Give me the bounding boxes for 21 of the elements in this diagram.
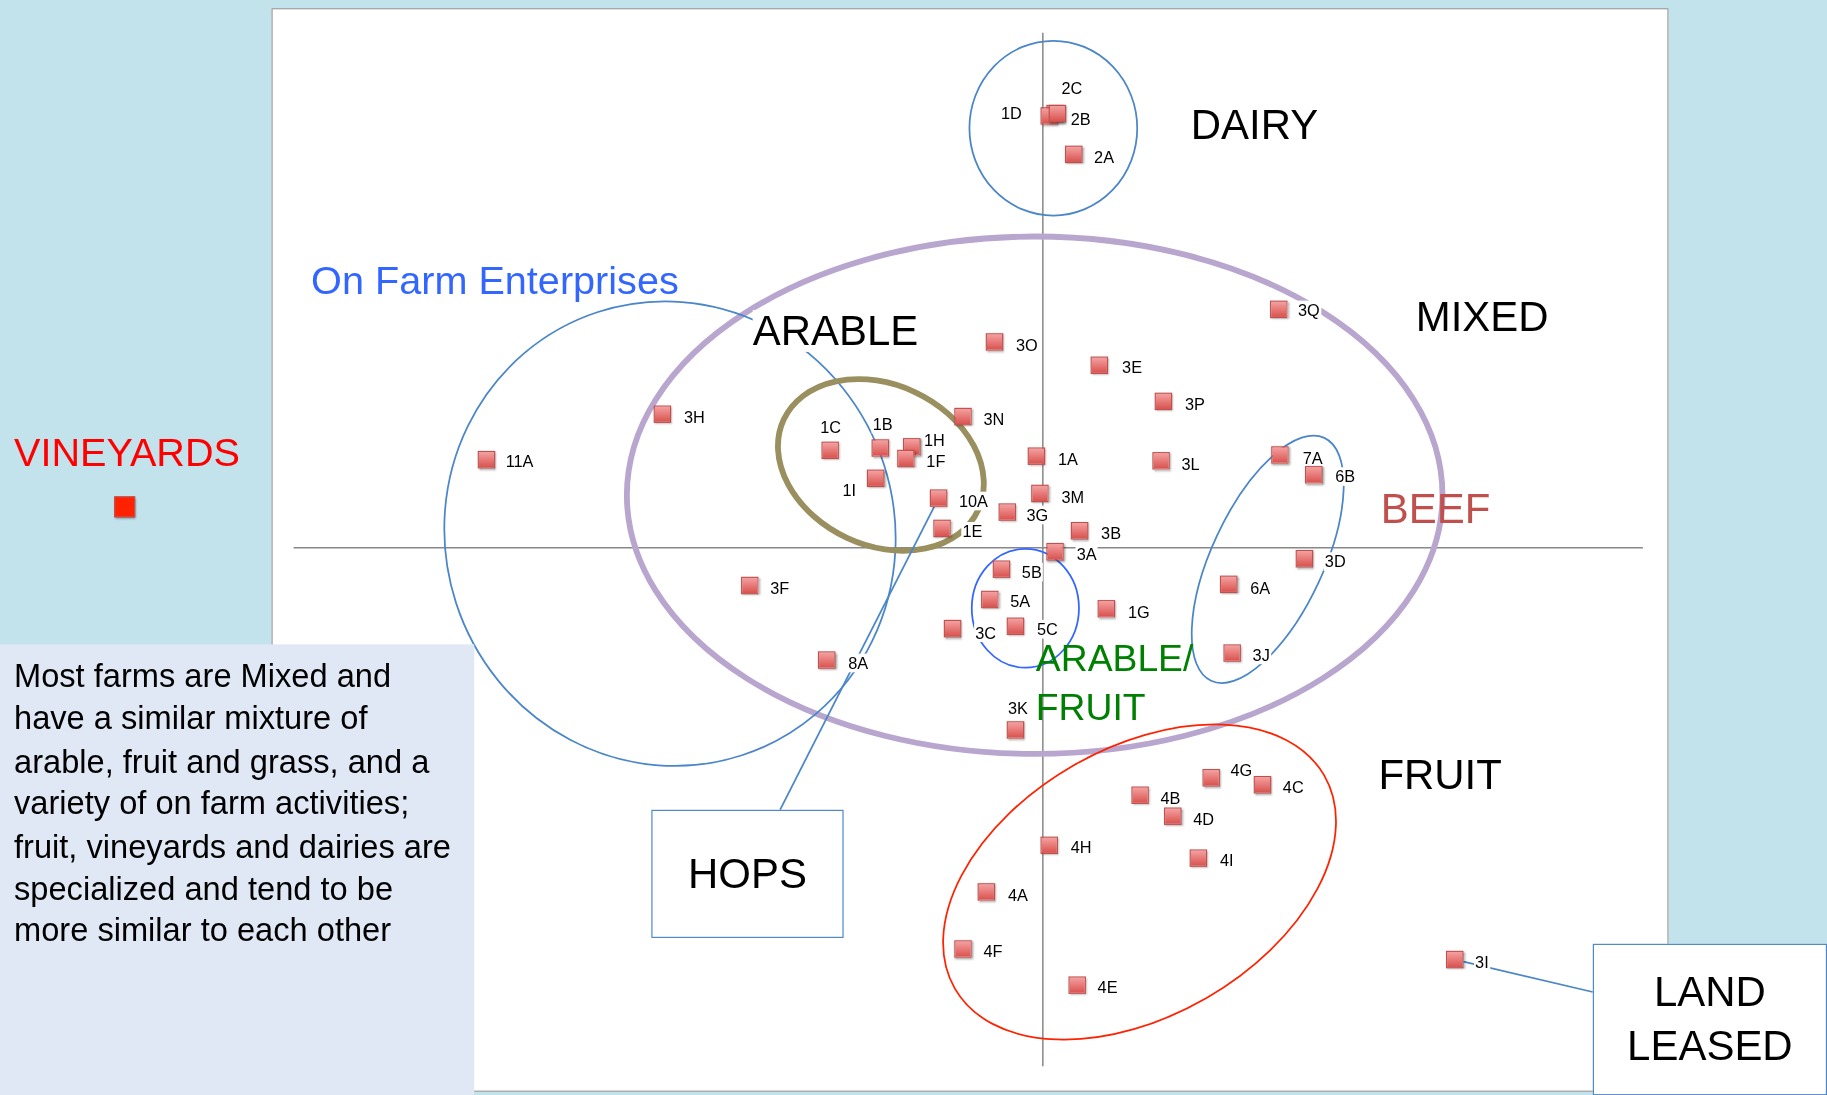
category-label: BEEF xyxy=(1380,488,1491,531)
category-label: ARABLE xyxy=(752,309,919,352)
callout-box: LAND LEASED xyxy=(1592,943,1827,1095)
leader-line xyxy=(779,505,935,811)
point-label: 6B xyxy=(1334,467,1357,486)
point-label: 3C xyxy=(974,623,998,642)
point-marker xyxy=(929,489,948,507)
callout-box: HOPS xyxy=(651,809,844,938)
category-label: VINEYARDS xyxy=(14,432,240,472)
point-label: 3G xyxy=(1025,505,1050,525)
point-label: 8A xyxy=(847,653,870,673)
point-label: 3D xyxy=(1323,552,1347,571)
point-label: 5B xyxy=(1020,562,1043,582)
note-box: Most farms are Mixed and have a similar mixture of arable, fruit and grass, and a variety of on farm activities; fruit, vineyards and dairies are specialized and tend to be more similar to each other xyxy=(0,644,475,1095)
category-label: ARABLE/ FRUIT xyxy=(1035,636,1195,730)
point-label: 10A xyxy=(957,491,990,511)
category-label: On Farm Enterprises xyxy=(311,259,679,300)
point-marker xyxy=(1446,950,1464,969)
point-label: 3I xyxy=(1473,953,1490,972)
point-label: 3Q xyxy=(1296,300,1321,320)
leader-line xyxy=(1462,960,1594,993)
